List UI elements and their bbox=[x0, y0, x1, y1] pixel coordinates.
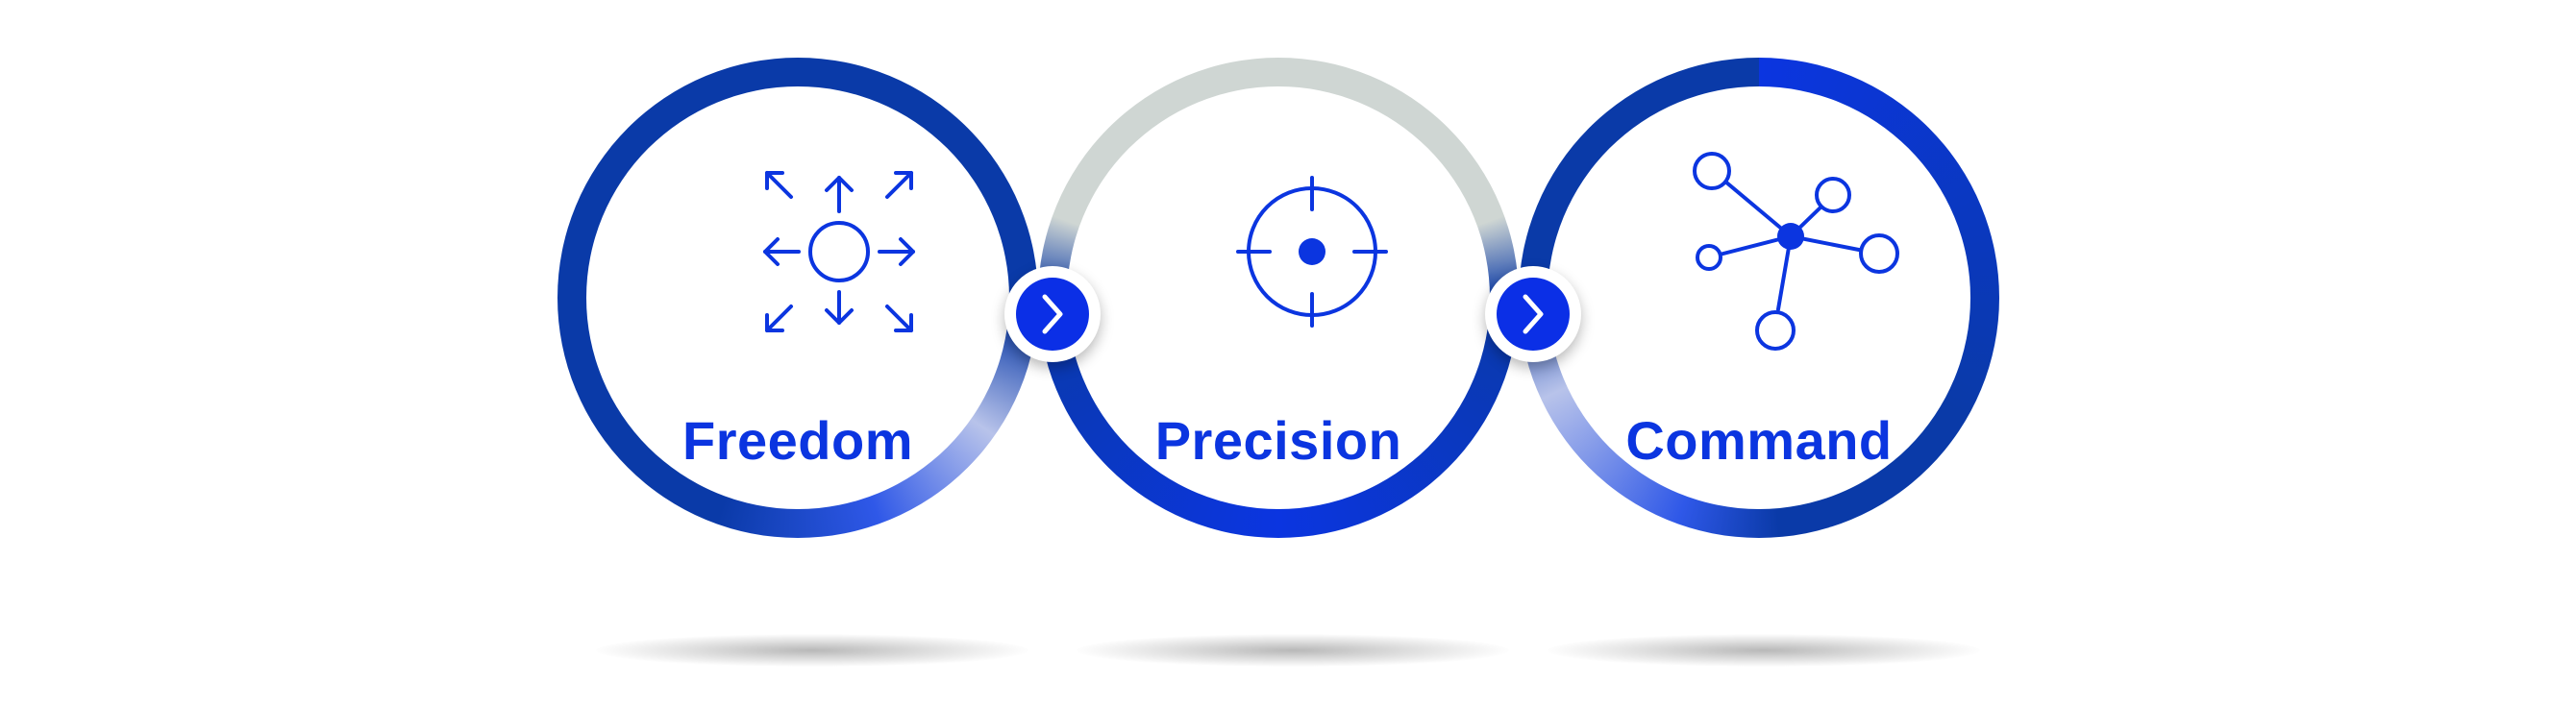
step-precision: Precision bbox=[1038, 58, 1519, 538]
chevron-right-icon bbox=[1523, 294, 1544, 334]
next-step-connector[interactable] bbox=[1485, 266, 1581, 362]
step-freedom-face: Freedom bbox=[586, 86, 1009, 509]
crosshair-icon bbox=[1236, 176, 1388, 328]
chevron-right-icon bbox=[1042, 294, 1063, 334]
step-precision-face: Precision bbox=[1067, 86, 1490, 509]
step-label: Command bbox=[1625, 410, 1893, 471]
ground-shadow bbox=[1077, 634, 1509, 667]
connector-dot bbox=[1016, 278, 1089, 351]
next-step-connector[interactable] bbox=[1004, 266, 1101, 362]
network-nodes-icon bbox=[1693, 152, 1899, 351]
ground-shadow bbox=[596, 634, 1028, 667]
ground-shadow bbox=[1548, 634, 1980, 667]
arrows-expand-icon bbox=[763, 171, 915, 332]
step-label: Freedom bbox=[682, 410, 913, 471]
step-command: Command bbox=[1519, 58, 1999, 538]
step-freedom: Freedom bbox=[557, 58, 1038, 538]
connector-dot bbox=[1497, 278, 1570, 351]
step-label: Precision bbox=[1154, 410, 1402, 471]
step-command-face: Command bbox=[1548, 86, 1970, 509]
